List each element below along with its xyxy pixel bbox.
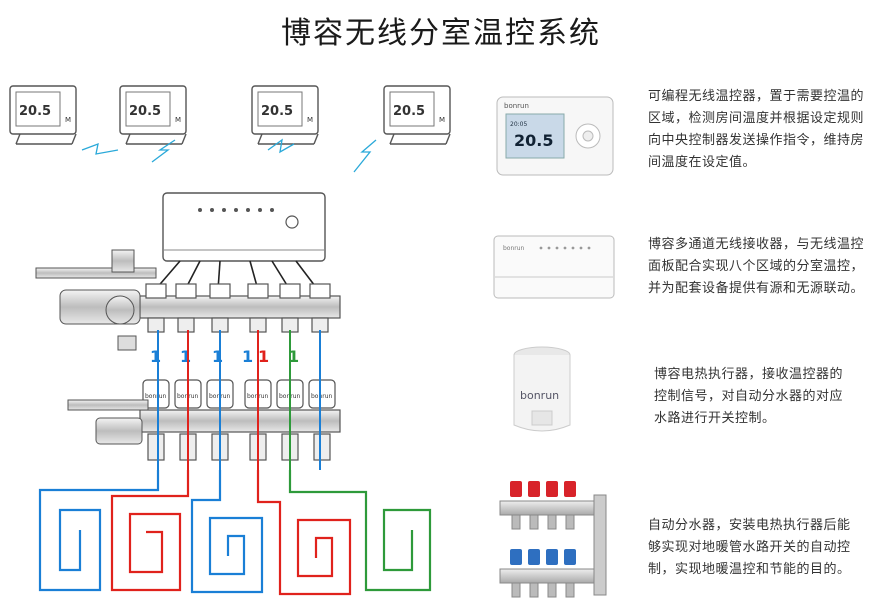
actuator-brand-text: bonrun: [145, 393, 167, 400]
svg-text:1: 1: [258, 347, 269, 366]
page-title: 博容无线分室温控系统: [281, 16, 601, 51]
wireless-signal-icons: [81, 138, 377, 173]
thermostat-mode-text: M: [65, 116, 71, 124]
svg-text:1: 1: [288, 347, 299, 366]
thermostat-3: 20.5 M: [251, 85, 319, 145]
actuator-brand-text: bonrun: [311, 393, 333, 400]
manifold-description: 自动分水器，安装电热执行器后能够实现对地暖管水路开关的自动控 制，实现地暖温控和…: [648, 518, 851, 577]
thermostat-temp-text: 20.5: [393, 104, 425, 119]
thermostat-mode-text: M: [175, 116, 181, 124]
product-manifold-image: [499, 481, 607, 598]
svg-text:bonrun: bonrun: [504, 102, 529, 110]
thermostat-mode-text: M: [439, 116, 445, 124]
product-actuator-image: bonrun: [513, 346, 571, 432]
central-receiver: [154, 192, 326, 291]
thermostat-temp-text: 20.5: [261, 104, 293, 119]
product-thermostat-image: bonrun 20:05 20.5: [496, 96, 614, 176]
flow-marks: 1 1 1 1 1 1: [150, 347, 299, 366]
svg-text:20:05: 20:05: [510, 121, 527, 128]
actuator-description: 博容电热执行器，接收温控器的控制信号，对自动分水器的对应 水路进行开关控制。: [654, 367, 844, 426]
svg-text:1: 1: [242, 347, 253, 366]
supply-manifold: [35, 249, 341, 351]
thermostat-1: 20.5 M: [9, 85, 77, 145]
svg-text:bonrun: bonrun: [503, 245, 525, 252]
svg-text:1: 1: [180, 347, 191, 366]
svg-text:bonrun: bonrun: [520, 389, 559, 402]
thermostat-temp-text: 20.5: [19, 104, 51, 119]
svg-text:20.5: 20.5: [514, 131, 553, 150]
floor-heating-loops: [38, 470, 432, 596]
thermostat-description: 可编程无线温控器，置于需要控温的区域，检测房间温度并根据设定规则 向中央控制器发…: [648, 89, 865, 170]
thermostat-2: 20.5 M: [119, 85, 187, 145]
thermostat-mode-text: M: [307, 116, 313, 124]
thermostat-4: 20.5 M: [383, 85, 451, 145]
product-receiver-image: bonrun: [493, 235, 615, 299]
system-diagram: 20.5 M 20.5 M 20.5 M 20.5 M: [9, 85, 451, 596]
receiver-description: 博容多通道无线接收器，与无线温控面板配合实现八个区域的分室温控， 并为配套设备提…: [648, 237, 865, 296]
svg-text:1: 1: [212, 347, 223, 366]
svg-text:1: 1: [150, 347, 161, 366]
thermostat-temp-text: 20.5: [129, 104, 161, 119]
